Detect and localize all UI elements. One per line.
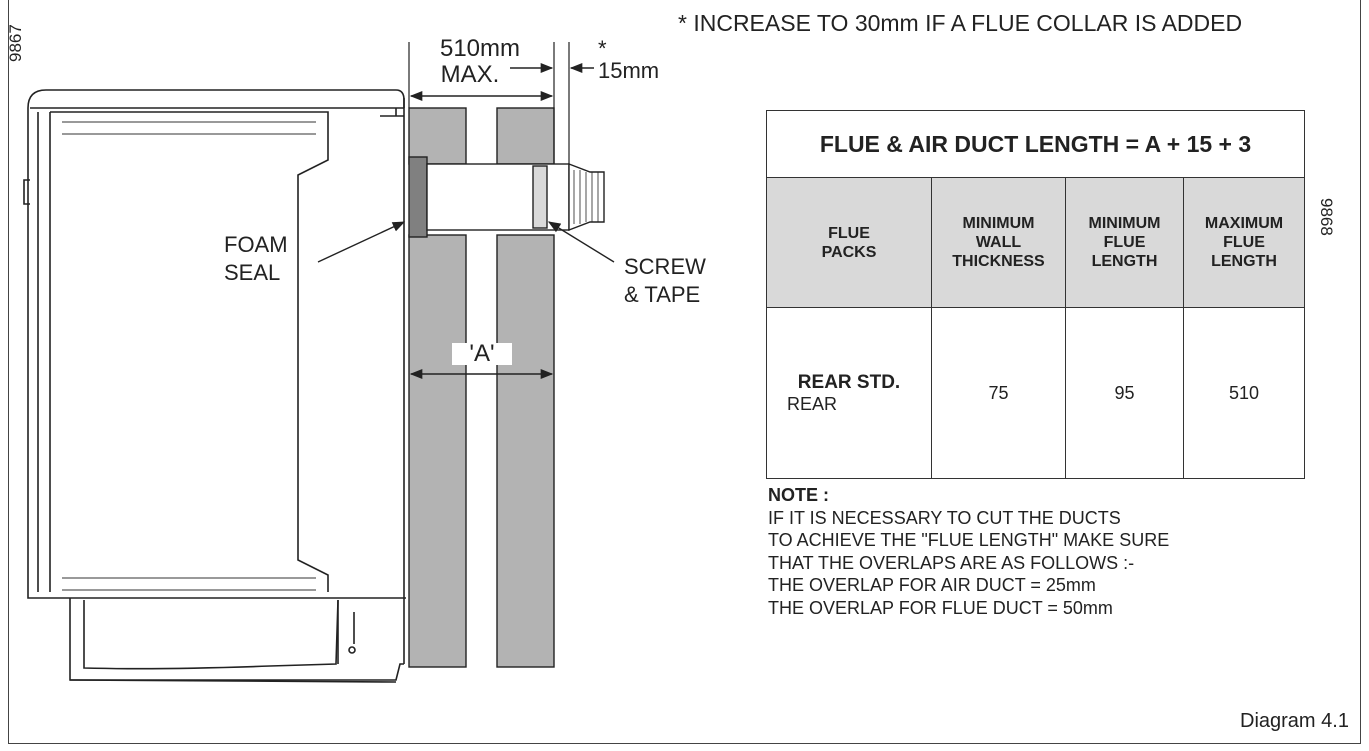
flue-duct xyxy=(408,156,605,238)
note-heading: NOTE : xyxy=(768,485,829,505)
flue-terminal xyxy=(568,162,605,232)
cell-flue-pack: REAR STD. REAR xyxy=(766,307,932,479)
foam-seal-label-line2: SEAL xyxy=(224,260,281,285)
boiler-casing xyxy=(23,89,406,683)
vent-grille-bottom xyxy=(62,577,316,591)
cell-min-wall: 75 xyxy=(931,307,1066,479)
cell-min-flue: 95 xyxy=(1065,307,1184,479)
wall-section xyxy=(408,107,555,668)
screw-tape-joint xyxy=(532,165,548,229)
foam-seal-leader xyxy=(317,221,406,263)
note-line: IF IT IS NECESSARY TO CUT THE DUCTS xyxy=(768,507,1121,528)
note-line: THE OVERLAP FOR AIR DUCT = 25mm xyxy=(768,575,1096,595)
screw-tape-leader xyxy=(547,221,615,263)
diagram-caption: Diagram 4.1 xyxy=(1240,710,1349,732)
note-line: TO ACHIEVE THE "FLUE LENGTH" MAKE SURE xyxy=(768,530,1170,550)
flue-length-table: FLUE & AIR DUCT LENGTH = A + 15 + 3 FLUE… xyxy=(765,110,1306,479)
cutting-note: NOTE : IF IT IS NECESSARY TO CUT THE DUC… xyxy=(768,484,1169,619)
table-title: FLUE & AIR DUCT LENGTH = A + 15 + 3 xyxy=(765,110,1306,178)
screw-tape-label-line1: SCREW xyxy=(624,254,706,279)
note-line: THAT THE OVERLAPS ARE AS FOLLOWS :- xyxy=(768,552,1135,573)
table-row: REAR STD. REAR 75 95 510 xyxy=(766,307,1306,479)
vent-grille-top xyxy=(62,121,316,135)
foam-seal-label-line1: FOAM xyxy=(224,232,288,257)
note-line: THE OVERLAP FOR FLUE DUCT = 50mm xyxy=(768,597,1113,618)
foam-seal-block xyxy=(408,156,428,238)
max-length-value: 510mm xyxy=(439,35,521,62)
clearance-value: 15mm xyxy=(598,58,660,83)
pack-main-label: REAR STD. xyxy=(797,371,901,393)
dimension-arrows xyxy=(317,62,615,380)
diagram-frame xyxy=(8,0,1361,744)
pack-sub-label: REAR xyxy=(787,393,838,414)
cell-max-flue: 510 xyxy=(1182,307,1306,479)
wall-thickness-label: 'A' xyxy=(452,342,512,366)
screw-tape-label-line2: & TAPE xyxy=(624,282,701,307)
clearance-star: * xyxy=(598,36,607,61)
max-length-label: MAX. xyxy=(440,61,500,88)
flue-collar-note: * INCREASE TO 30mm IF A FLUE COLLAR IS A… xyxy=(678,10,1243,36)
